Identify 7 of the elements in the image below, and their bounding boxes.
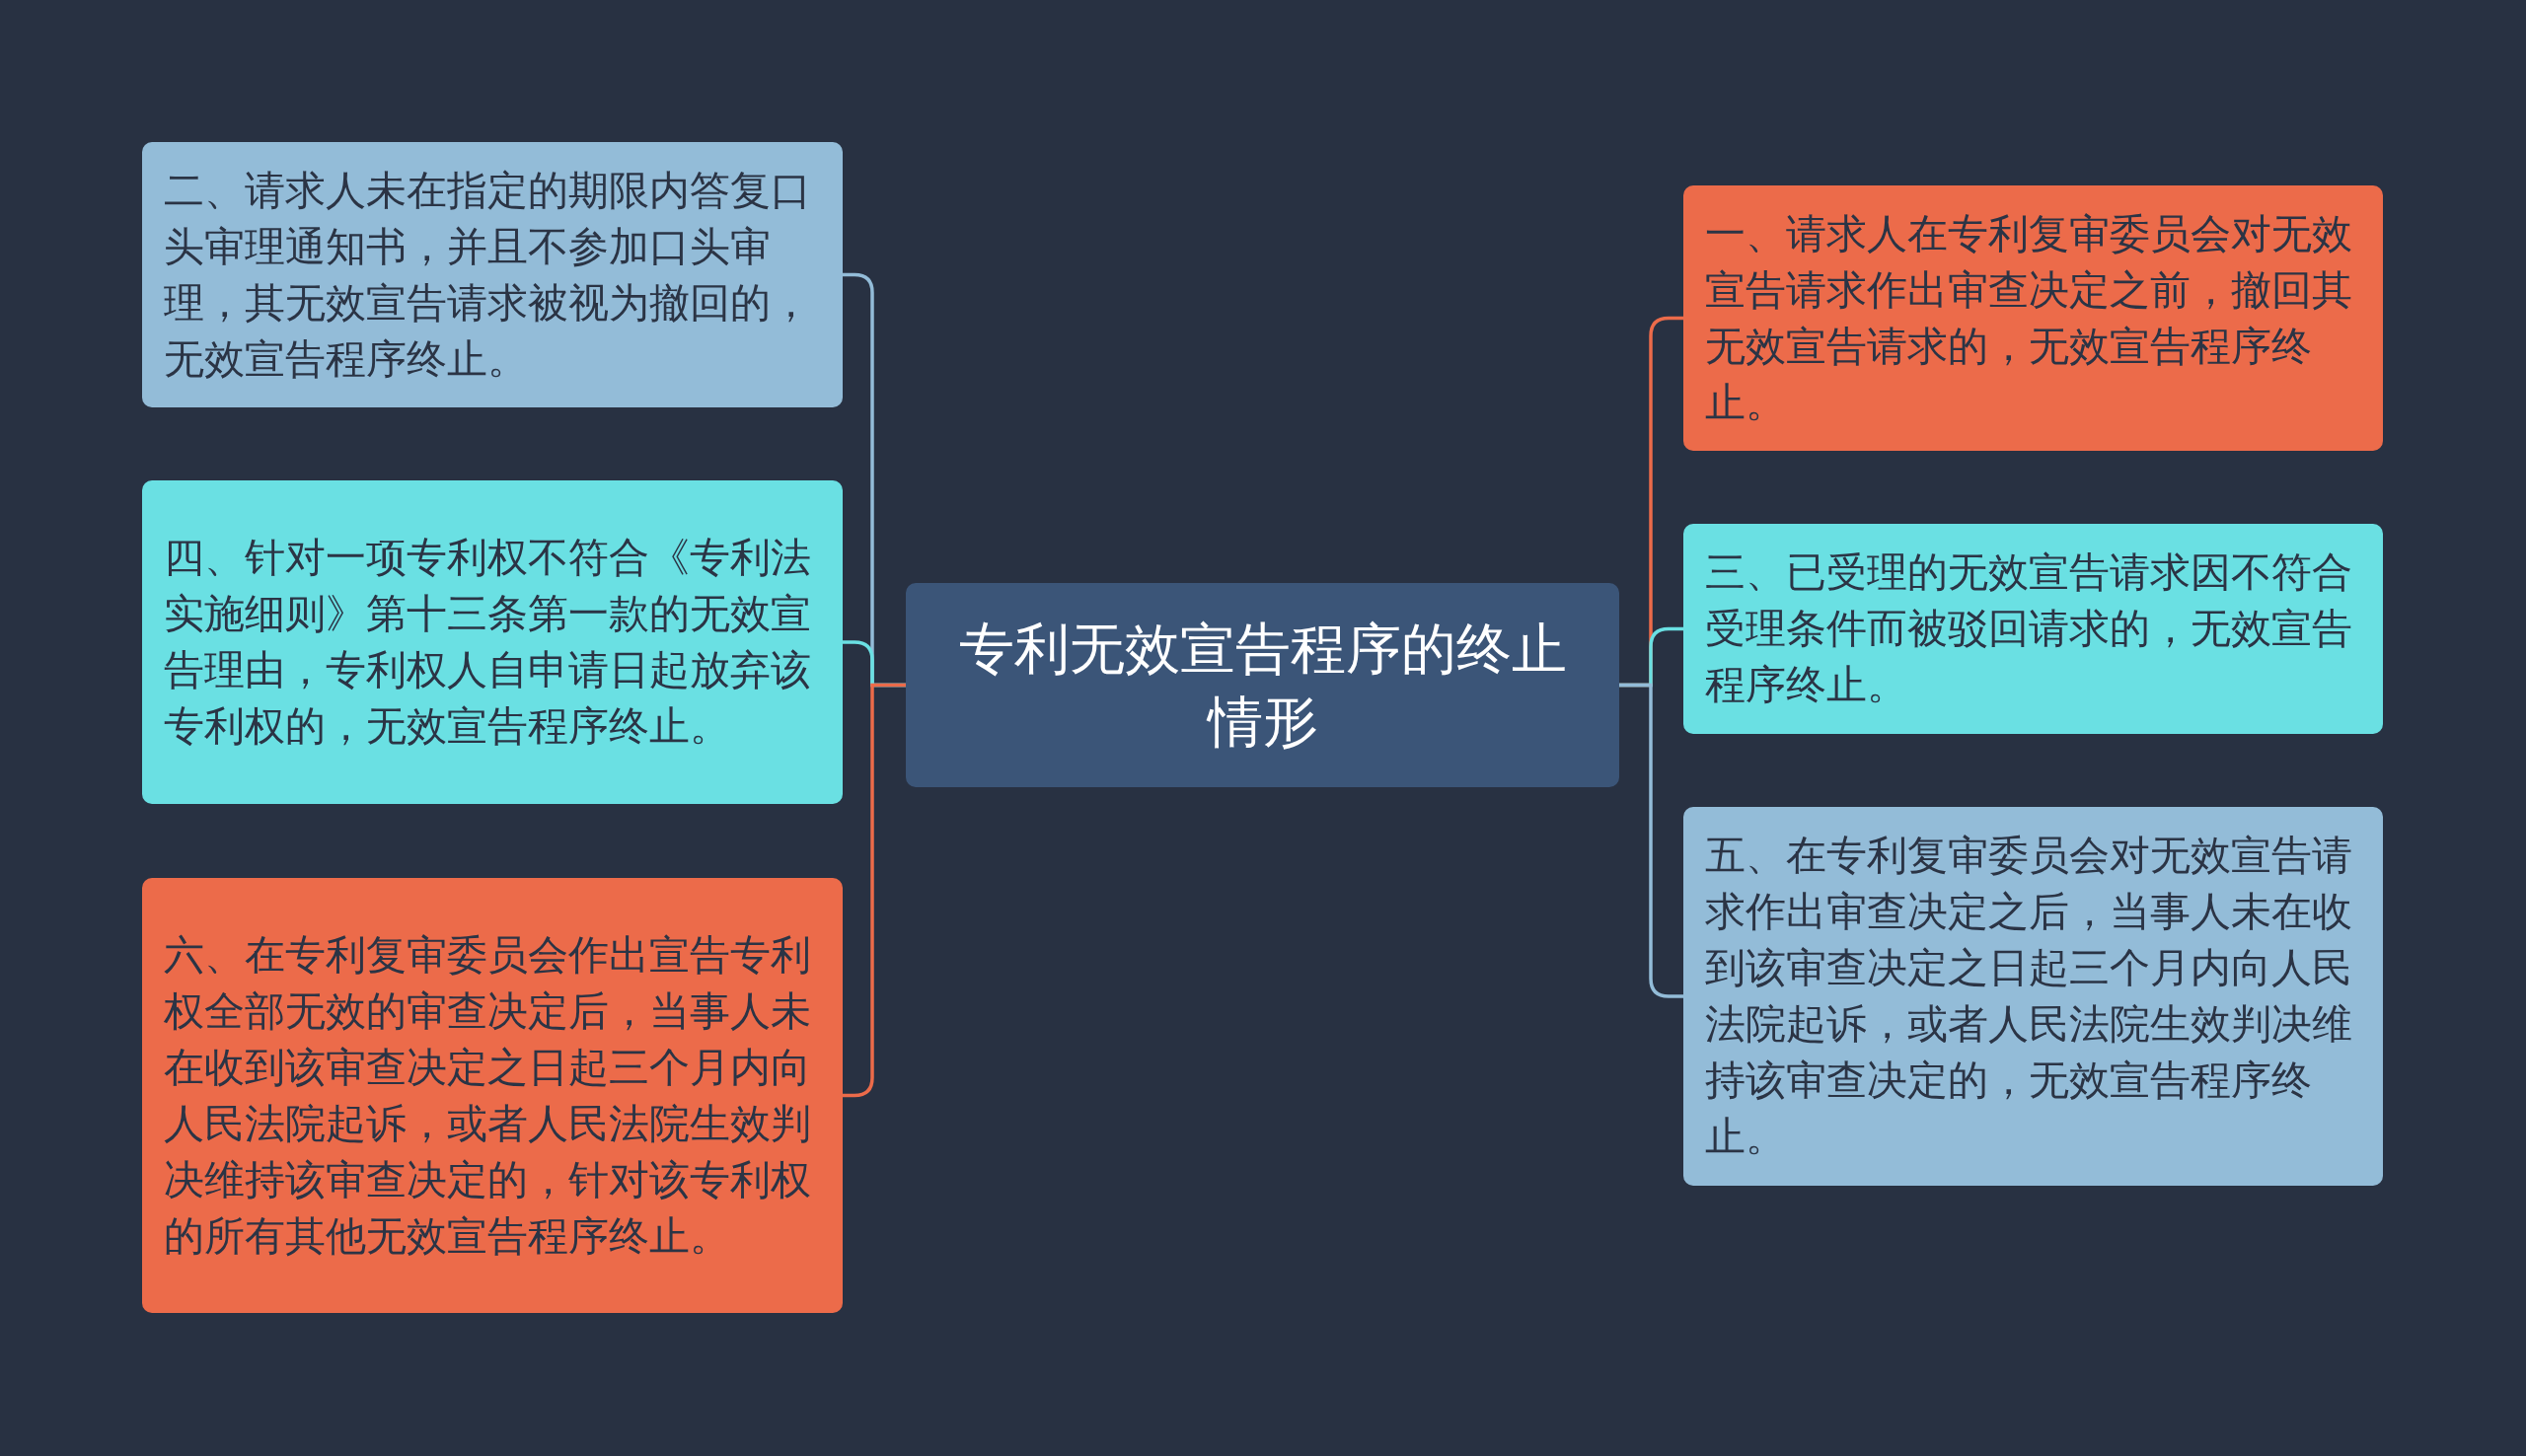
topic-box: 六、在专利复审委员会作出宣告专利权全部无效的审查决定后，当事人未在收到该审查决定之日起三个月内向人民法院起诉，或者人民法院生效判决维持该审查决定的，针对该专利权的所有其他无效宣告程序终止。 (142, 878, 843, 1313)
topic-box: 四、针对一项专利权不符合《专利法实施细则》第十三条第一款的无效宣告理由，专利权人自申请日起放弃该专利权的，无效宣告程序终止。 (142, 480, 843, 804)
topic-box: 五、在专利复审委员会对无效宣告请求作出审查决定之后，当事人未在收到该审查决定之日起三个月内向人民法院起诉，或者人民法院生效判决维持该审查决定的，无效宣告程序终止。 (1683, 807, 2383, 1186)
topic-box: 三、已受理的无效宣告请求因不符合受理条件而被驳回请求的，无效宣告程序终止。 (1683, 524, 2383, 734)
topic-box: 一、请求人在专利复审委员会对无效宣告请求作出审查决定之前，撤回其无效宣告请求的，无效宣告程序终止。 (1683, 185, 2383, 451)
central-topic-box: 专利无效宣告程序的终止情形 (906, 583, 1619, 787)
topic-box: 二、请求人未在指定的期限内答复口头审理通知书，并且不参加口头审理，其无效宣告请求被视为撤回的，无效宣告程序终止。 (142, 142, 843, 407)
